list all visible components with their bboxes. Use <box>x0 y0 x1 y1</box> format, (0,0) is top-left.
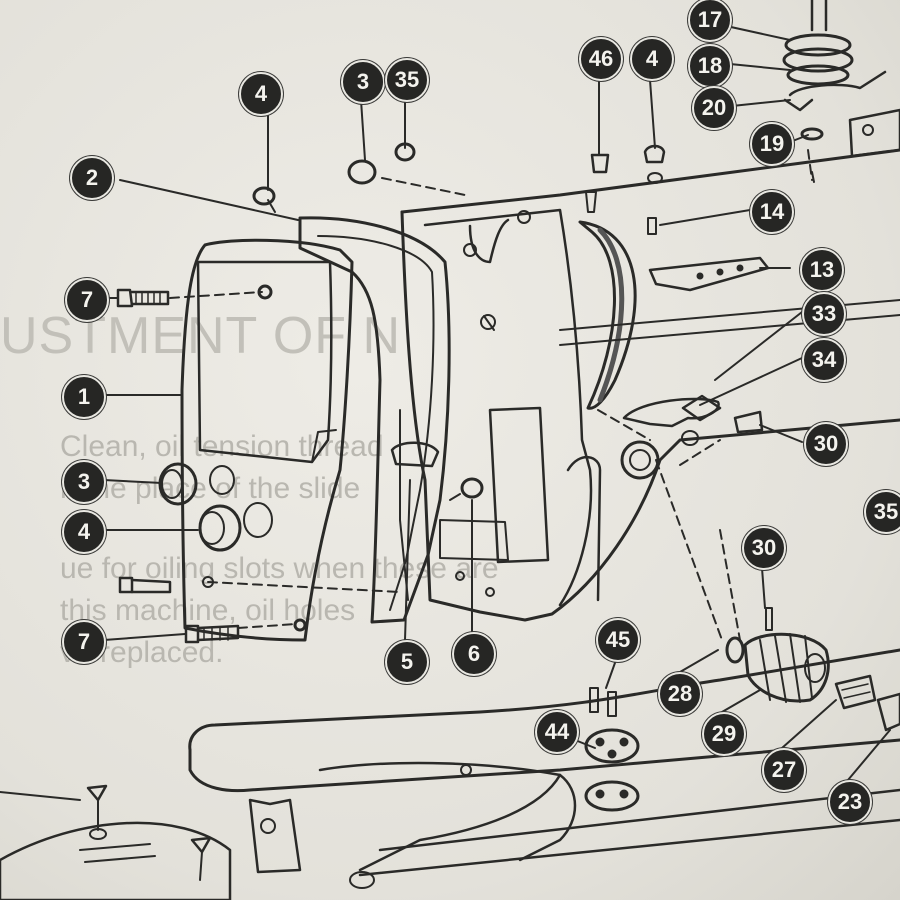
callout-badge: 23 <box>828 780 872 824</box>
callout-badge: 44 <box>535 710 579 754</box>
callout-badge: 5 <box>385 640 429 684</box>
callout-badge: 28 <box>658 672 702 716</box>
hinge-plate <box>584 687 640 812</box>
callout-badge: 1 <box>62 375 106 419</box>
callout-badge: 27 <box>762 748 806 792</box>
callout-badge: 19 <box>750 122 794 166</box>
arm-head <box>400 108 900 622</box>
screws-left <box>116 288 273 644</box>
tension-assembly <box>782 0 887 183</box>
callout-badge: 29 <box>702 712 746 756</box>
callout-badge: 35 <box>864 490 900 534</box>
callout-badge: 17 <box>688 0 732 42</box>
callout-badge: 35 <box>385 58 429 102</box>
callout-badge: 3 <box>341 60 385 104</box>
face-plate <box>180 238 354 642</box>
callout-badge: 7 <box>62 620 106 664</box>
thread-guide-parts <box>620 394 764 480</box>
callout-badge: 30 <box>804 422 848 466</box>
hinge-assembly <box>725 607 900 732</box>
callout-badge: 13 <box>800 248 844 292</box>
assembly-dashed-lines <box>169 149 813 641</box>
callout-badge: 18 <box>688 44 732 88</box>
callout-badge: 30 <box>742 526 786 570</box>
callout-badge: 33 <box>802 292 846 336</box>
body-text-line: Clean, oil tension thread <box>60 430 384 463</box>
callout-badge: 4 <box>62 510 106 554</box>
callout-badge: 6 <box>452 632 496 676</box>
screw-cluster-top <box>252 142 666 235</box>
thread-take-up-bar <box>648 256 770 292</box>
callout-badge: 45 <box>596 618 640 662</box>
callout-badge: 34 <box>802 338 846 382</box>
callout-badge: 4 <box>239 72 283 116</box>
callout-badge: 14 <box>750 190 794 234</box>
callout-badge: 7 <box>65 278 109 322</box>
callout-badge: 4 <box>630 37 674 81</box>
callout-badge: 46 <box>579 37 623 81</box>
callout-badge: 2 <box>70 156 114 200</box>
face-plate-gasket <box>298 216 451 624</box>
leader-lines <box>103 17 891 781</box>
thread-guide-bracket <box>390 441 484 501</box>
callout-badge: 20 <box>692 86 736 130</box>
callout-badge: 3 <box>62 460 106 504</box>
